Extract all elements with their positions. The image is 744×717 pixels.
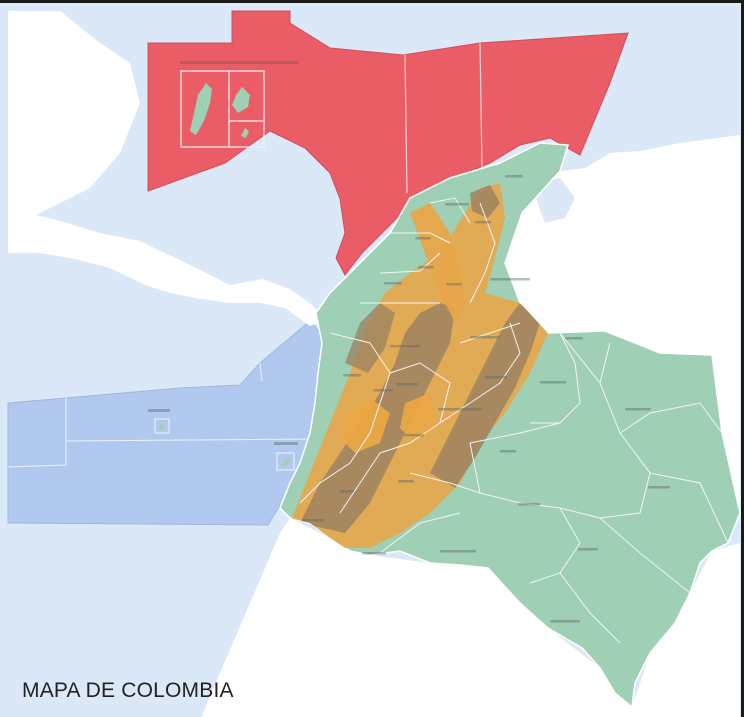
- venezuela-land: [505, 135, 740, 523]
- gorgona-island-frame: [276, 452, 295, 471]
- sierra-nevada: [470, 185, 500, 218]
- malpelo-island-frame: [154, 418, 170, 434]
- colombia-mainland: [279, 142, 741, 709]
- archipelago-inset-frame: [180, 70, 265, 148]
- central-america-land: [8, 11, 140, 218]
- pacific-zone-lines: [7, 362, 321, 468]
- pacific-maritime-zone: [7, 320, 326, 526]
- archipelago-inset-icon: [190, 83, 212, 135]
- western-cordillera: [345, 303, 395, 373]
- caribbean-zone-lines: [404, 42, 483, 194]
- providencia-island-icon: [232, 87, 250, 113]
- panama-land: [8, 208, 325, 326]
- eastern-cordillera: [430, 303, 540, 488]
- southern-neighbor-land: [201, 518, 639, 717]
- department-name-placeholders: [148, 61, 670, 623]
- cayo-island-icon: [241, 128, 249, 138]
- brazil-land: [632, 543, 740, 717]
- map-title: MAPA DE COLOMBIA: [22, 679, 234, 702]
- gorgona-island-icon: [282, 457, 291, 467]
- colombia-map: [0, 3, 741, 717]
- department-borders: [299, 197, 729, 644]
- archipelago-inset: [180, 70, 265, 148]
- tolima-valley: [400, 393, 435, 443]
- malpelo-island-icon: [158, 423, 166, 431]
